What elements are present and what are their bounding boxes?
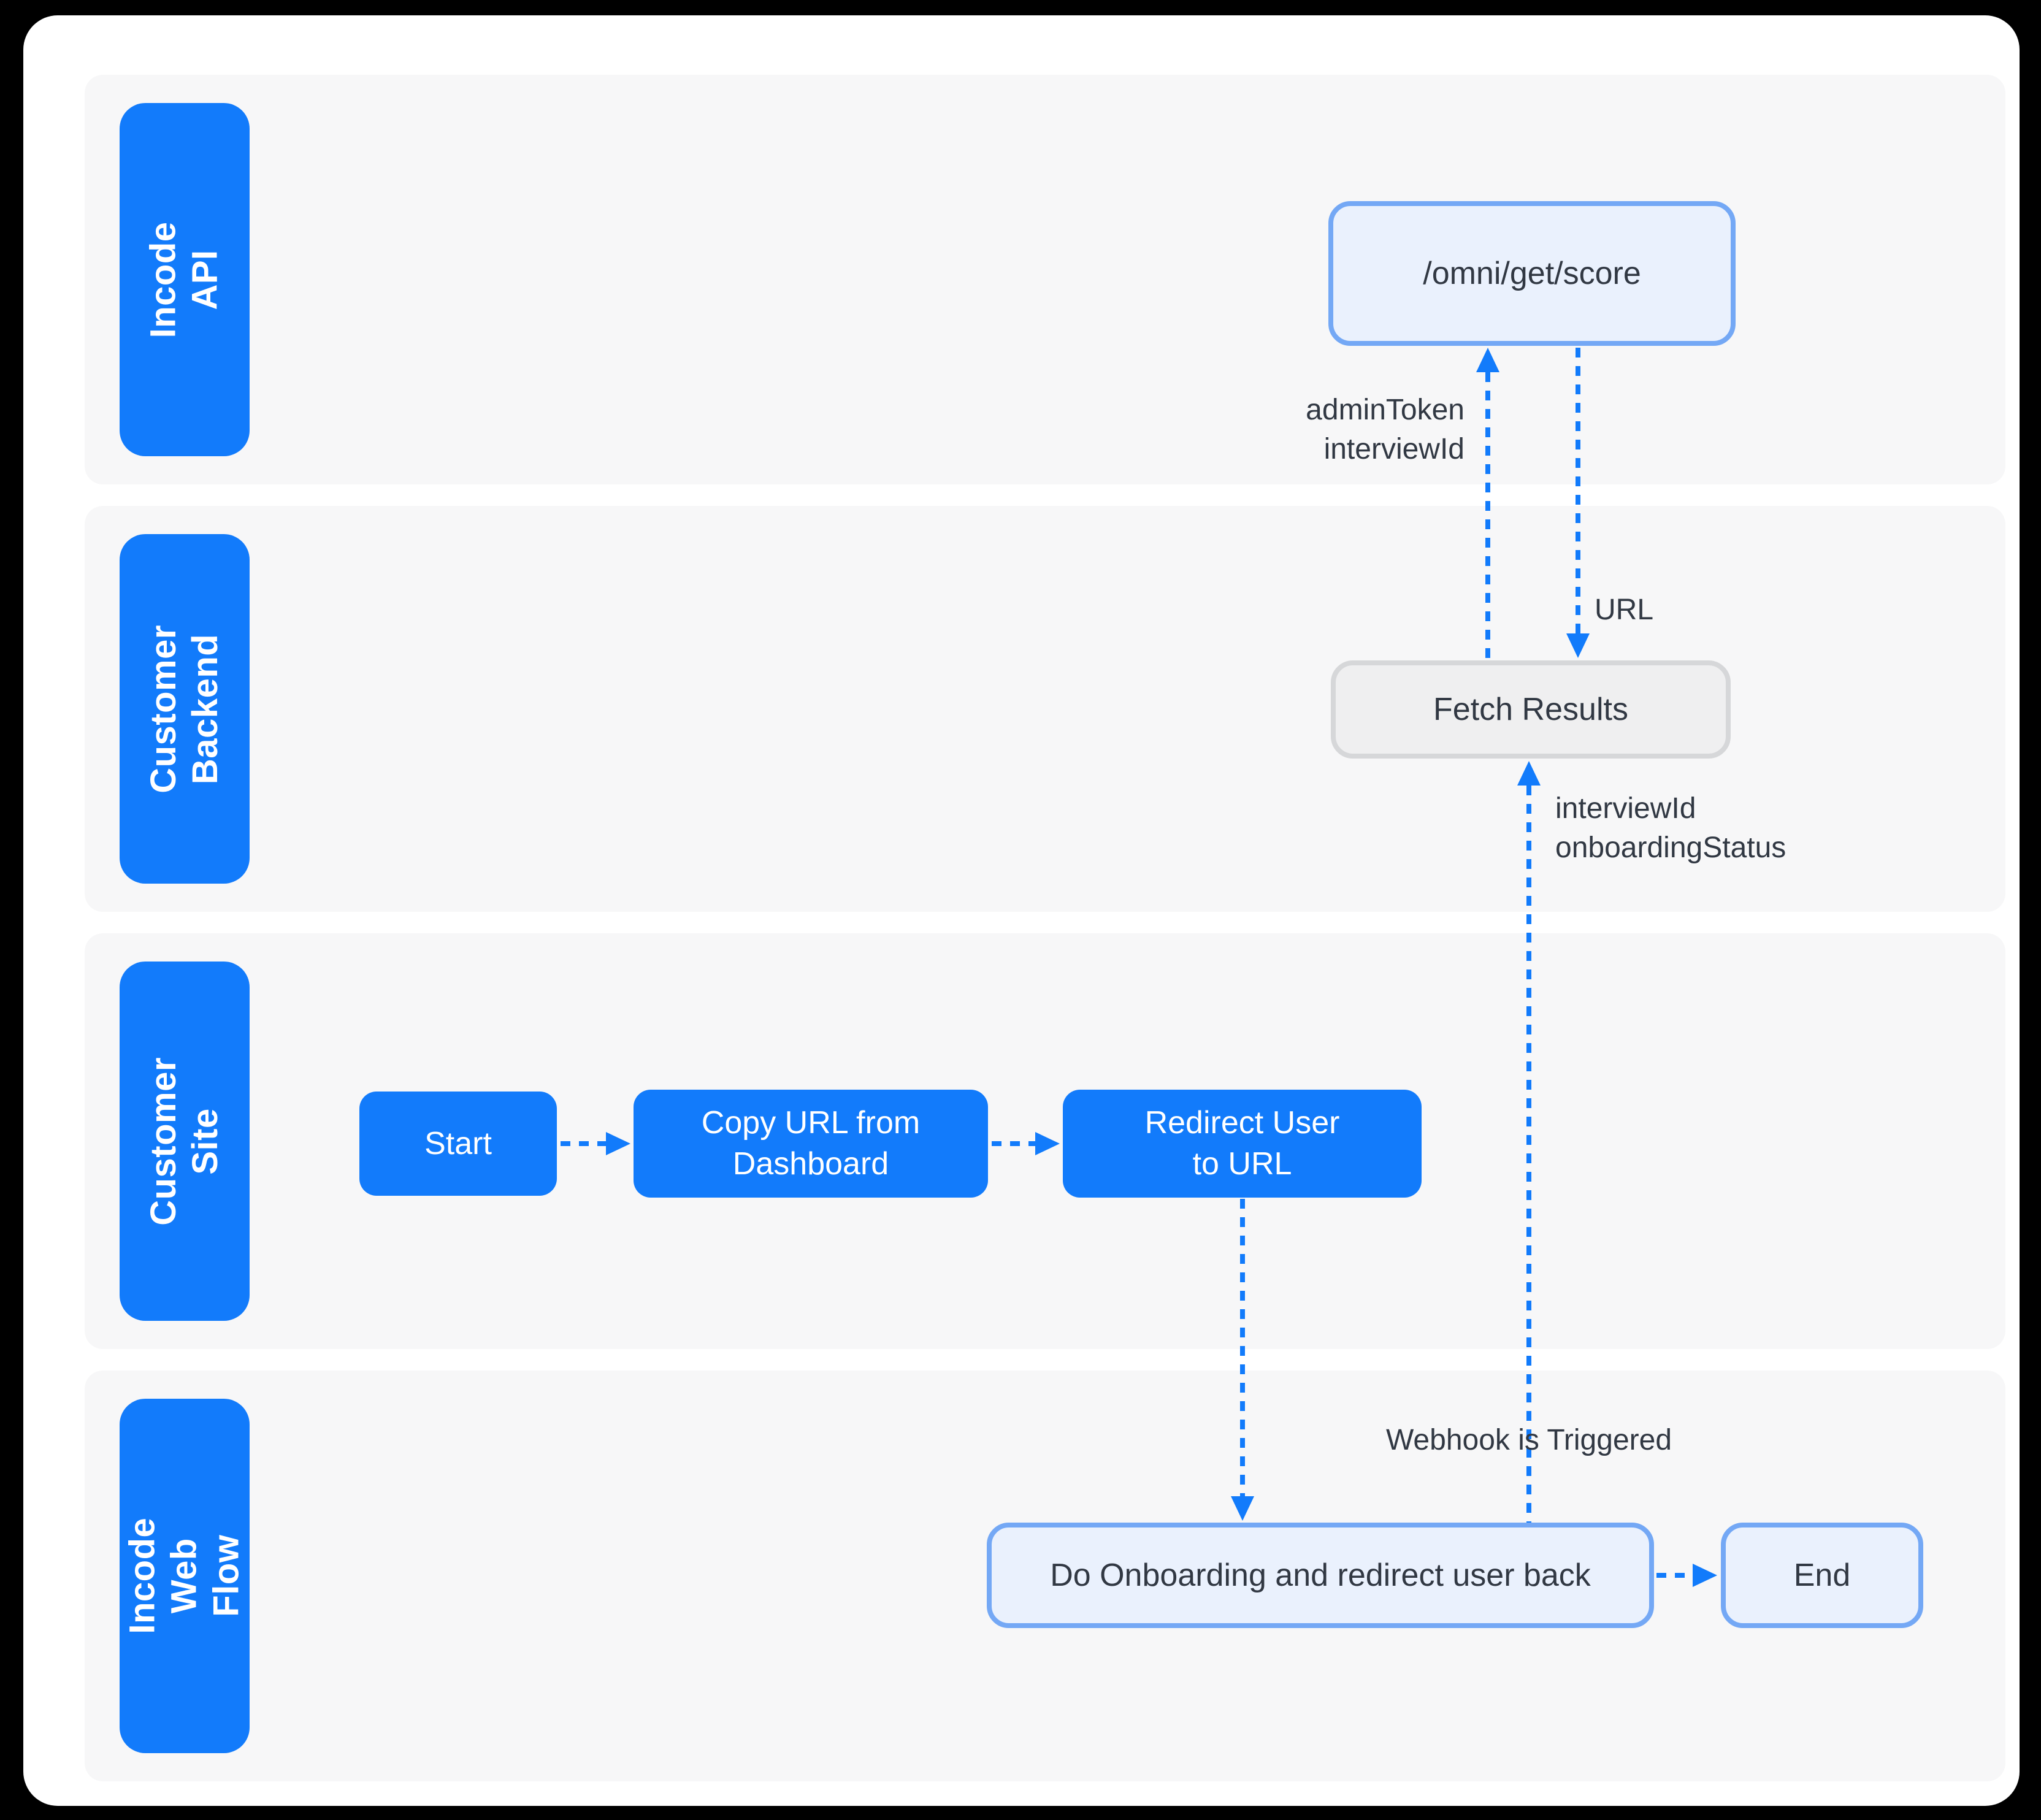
node-label: Fetch Results	[1433, 691, 1628, 727]
node-end: End	[1721, 1523, 1923, 1628]
arrowhead-right-icon	[606, 1132, 630, 1155]
edge-fetch-to-omni	[1485, 372, 1490, 660]
edge-copy-to-redirect	[992, 1141, 1035, 1146]
edge-label-admintoken-interviewid: adminToken interviewId	[1306, 394, 1465, 466]
edge-redirect-to-onboarding	[1240, 1199, 1245, 1496]
lane-label-text: Customer Backend	[143, 624, 225, 793]
node-omni-get-score: /omni/get/score	[1328, 201, 1736, 346]
node-do-onboarding: Do Onboarding and redirect user back	[987, 1523, 1654, 1628]
edge-label-url: URL	[1595, 594, 1654, 626]
edge-start-to-copy	[561, 1141, 606, 1146]
lane-label-incode-api: Incode API	[120, 103, 250, 456]
node-start: Start	[359, 1092, 557, 1196]
edge-label-webhook-triggered: Webhook is Triggered	[1385, 1424, 1672, 1456]
arrowhead-up-icon	[1517, 761, 1541, 786]
lane-label-customer-site: Customer Site	[120, 962, 250, 1321]
node-label: /omni/get/score	[1423, 255, 1641, 291]
arrowhead-right-icon	[1693, 1564, 1717, 1587]
edge-label-interviewid-onboardingstatus: interviewId onboardingStatus	[1555, 792, 1786, 865]
edge-onboarding-to-end	[1656, 1573, 1693, 1578]
lane-label-text: Customer Site	[143, 1057, 225, 1226]
node-label: Redirect User to URL	[1144, 1105, 1340, 1182]
edge-webhook-to-fetch	[1526, 786, 1531, 1523]
lane-label-text: Incode API	[143, 221, 225, 338]
arrowhead-down-icon	[1231, 1496, 1254, 1521]
arrowhead-up-icon	[1476, 348, 1499, 372]
lane-label-text: Incode Web Flow	[122, 1518, 247, 1634]
node-label: Copy URL from Dashboard	[701, 1105, 921, 1182]
node-redirect-user-to-url: Redirect User to URL	[1063, 1090, 1422, 1198]
arrowhead-down-icon	[1566, 633, 1590, 658]
lane-label-customer-backend: Customer Backend	[120, 534, 250, 884]
diagram-card: Incode API Customer Backend Customer Sit…	[23, 15, 2020, 1806]
node-fetch-results: Fetch Results	[1331, 660, 1731, 759]
node-label: Do Onboarding and redirect user back	[1050, 1557, 1591, 1593]
arrowhead-right-icon	[1035, 1132, 1060, 1155]
lane-label-incode-web-flow: Incode Web Flow	[120, 1399, 250, 1753]
edge-omni-to-fetch	[1576, 348, 1580, 633]
node-copy-url-from-dashboard: Copy URL from Dashboard	[634, 1090, 988, 1198]
node-label: Start	[424, 1125, 492, 1161]
node-label: End	[1793, 1557, 1851, 1593]
